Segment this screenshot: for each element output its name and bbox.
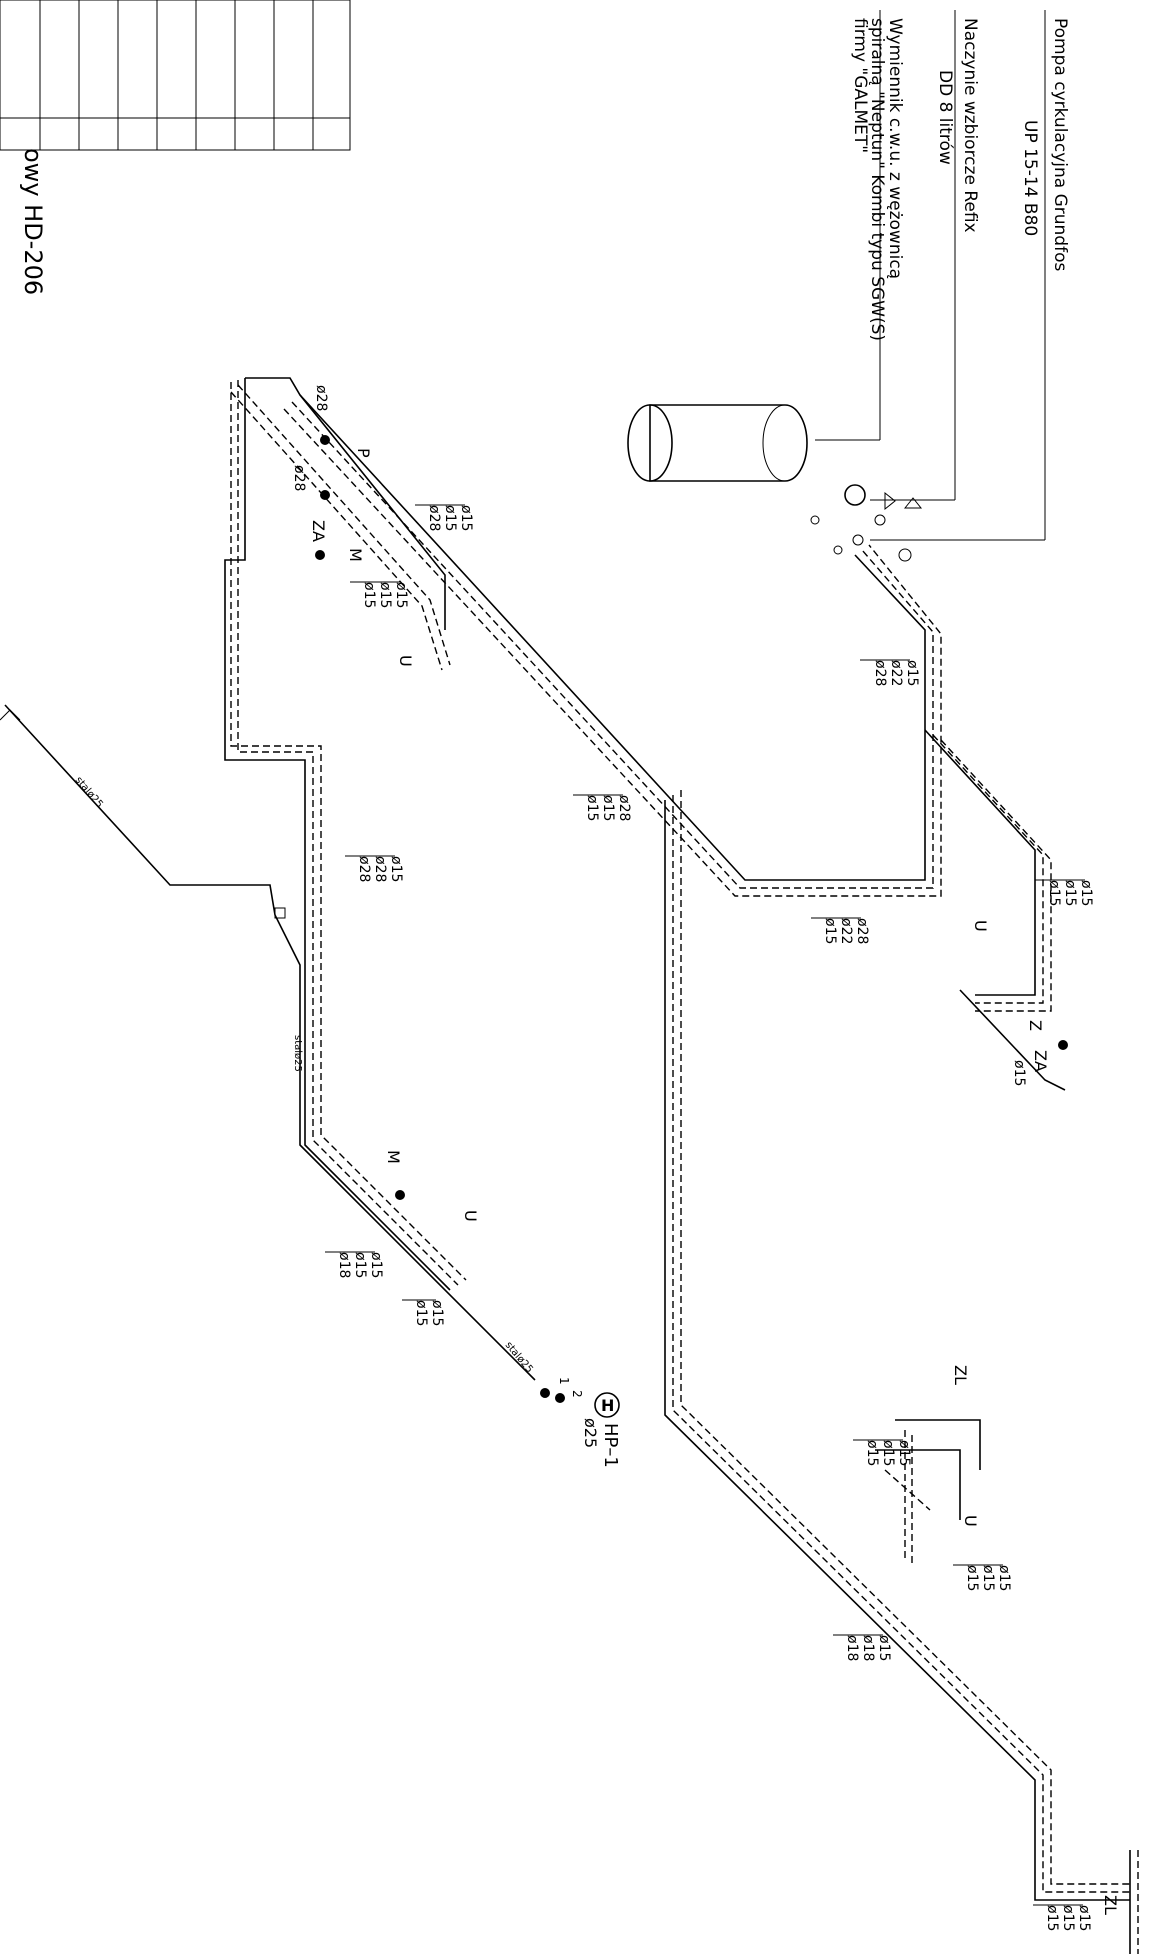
legend-exchanger-line2: spiralną "Neptun" Kombi typu SGW(S) (867, 18, 887, 341)
legend-exchanger-line3: firmy "GALMET" (850, 18, 870, 153)
valve-p-icon (320, 435, 330, 445)
dimension-tags: ø28 ø28 ø15 ø15 ø28 ø15 ø15 ø15 ø15 ø22 … (291, 385, 1094, 1931)
dim-tag: ø15 (864, 1440, 880, 1466)
dim-stal25-3: stalø25 (503, 1340, 535, 1375)
dim-tag: ø15 (1044, 1905, 1060, 1931)
dim-tag: ø15 (980, 1565, 996, 1591)
dim-tag: ø15 (377, 582, 393, 608)
dim-tag: ø15 (352, 1252, 368, 1278)
fixture-zl2: ZL (1101, 1895, 1120, 1915)
dim-tag: ø15 (393, 582, 409, 608)
dim-tag: ø15 (361, 582, 377, 608)
heat-pump-size: ø25 (581, 1418, 600, 1448)
legend-vessel-line1: Naczynie wzbiorcze Refix (960, 18, 980, 233)
fixtures: P ZA M U U Z ZA M U ZL U ZL H HP–1 ø25 1… (309, 435, 1120, 1915)
legend: Pompa cyrkulacyjna Grundfos UP 15-14 B80… (815, 10, 1070, 541)
dim-tag: ø15 (442, 505, 458, 531)
dim-tag: ø15 (876, 1635, 892, 1661)
valve-m-icon (315, 550, 325, 560)
valve-za-icon (320, 490, 330, 500)
dim-tag: ø15 (896, 1440, 912, 1466)
valve-m2-icon (395, 1190, 405, 1200)
legend-exchanger-line1: Wymiennik c.w.u. z wężownicą (885, 18, 905, 279)
fixture-u1: U (396, 655, 415, 667)
fixture-z: Z (1026, 1020, 1045, 1031)
dim-tag: ø15 (458, 505, 474, 531)
dim-tag: ø22 (888, 660, 904, 686)
legend-vessel-line2: DD 8 litrów (935, 70, 955, 165)
dim-tag: ø15 (368, 1252, 384, 1278)
water-heater-tank (627, 404, 808, 482)
dim-tag: ø15 (388, 856, 404, 882)
dim-tag: ø15 (600, 795, 616, 821)
valve-za2-icon (1058, 1040, 1068, 1050)
dim-tag: ø15 (1076, 1905, 1092, 1931)
dim-tag: ø18 (336, 1252, 352, 1278)
heat-pump-symbol-icon (594, 1392, 620, 1418)
drawing-number: owy HD-206 (19, 148, 47, 295)
legend-pump-line1: Pompa cyrkulacyjna Grundfos (1050, 18, 1070, 271)
dim-tag: ø28 (426, 505, 442, 531)
dim-tag: ø15 (964, 1565, 980, 1591)
dim-tag: ø28 (854, 918, 870, 944)
dim-tag: ø18 (844, 1635, 860, 1661)
dim-tag: ø28 (291, 465, 307, 491)
steel-pipe-branch: stalø25 stalø25 stalø25 (0, 704, 536, 1381)
dim-tag: ø15 (584, 795, 600, 821)
dim-tag: ø28 (872, 660, 888, 686)
fixture-h: H (601, 1396, 614, 1415)
dim-tag: ø22 (838, 918, 854, 944)
dim-tag: ø28 (356, 856, 372, 882)
pump-icon (810, 484, 923, 562)
legend-pump-line2: UP 15-14 B80 (1020, 120, 1040, 236)
dim-tag: ø15 (1062, 880, 1078, 906)
dim-tag: ø15 (904, 660, 920, 686)
dim-tag: ø15 (880, 1440, 896, 1466)
fixture-u4: U (961, 1515, 980, 1527)
dim-tag: ø28 (313, 385, 329, 411)
hp-valve-1-icon (540, 1388, 550, 1398)
dim-tag: ø28 (372, 856, 388, 882)
fixture-za: ZA (309, 520, 328, 542)
dim-stal25-1: stalø25 (73, 775, 105, 810)
dim-tag: ø15 (413, 1300, 429, 1326)
dim-stal25-2: stalø25 (292, 1035, 303, 1072)
fixture-u2: U (971, 920, 990, 932)
dim-tag: ø15 (822, 918, 838, 944)
dim-tag: ø15 (1060, 1905, 1076, 1931)
dim-tag: ø28 (616, 795, 632, 821)
hp-valve-2-icon (555, 1393, 565, 1403)
dim-tag: ø18 (860, 1635, 876, 1661)
dim-tag: ø15 (429, 1300, 445, 1326)
fixture-p: P (354, 448, 373, 458)
fixture-m: M (346, 548, 365, 562)
title-block: owy HD-206 (0, 0, 351, 295)
dim-tag: ø15 (1011, 1060, 1027, 1086)
fixture-za2: ZA (1031, 1050, 1050, 1072)
fixture-m2: M (384, 1150, 403, 1164)
hp-label-2: 2 (570, 1390, 584, 1398)
dim-tag: ø15 (996, 1565, 1012, 1591)
dim-tag: ø15 (1078, 880, 1094, 906)
fixture-zl1: ZL (951, 1365, 970, 1385)
fixture-u3: U (461, 1210, 480, 1222)
hp-label-1: 1 (557, 1377, 571, 1385)
main-pipe-run (224, 377, 1139, 1954)
dim-tag: ø15 (1046, 880, 1062, 906)
heat-pump-name: HP–1 (600, 1423, 621, 1468)
